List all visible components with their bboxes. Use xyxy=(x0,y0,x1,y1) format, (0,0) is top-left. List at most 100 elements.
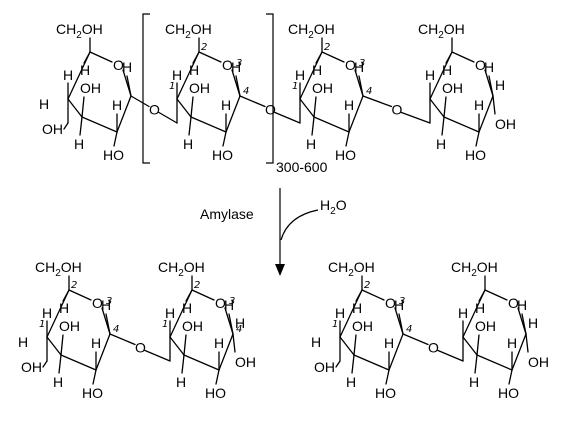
bond xyxy=(441,116,445,136)
ring-oxygen: O xyxy=(385,295,396,311)
h-label: H xyxy=(214,335,224,351)
ring-oxygen: O xyxy=(215,295,226,311)
oh-label: OH xyxy=(189,80,210,96)
bond xyxy=(188,116,192,136)
ring-bond xyxy=(429,98,445,118)
bond xyxy=(508,369,513,385)
oh-label: OH xyxy=(312,80,333,96)
h-label: H xyxy=(384,335,394,351)
ring-bond xyxy=(190,116,227,133)
bond xyxy=(42,360,48,368)
bond xyxy=(235,75,241,97)
h-label: H xyxy=(80,62,90,78)
bond xyxy=(181,354,185,374)
bond xyxy=(398,313,404,335)
bond xyxy=(222,131,227,147)
bond xyxy=(215,369,220,385)
glycosidic-link: O xyxy=(239,95,301,124)
h-label: H xyxy=(122,59,132,75)
bond xyxy=(521,313,527,335)
oh-label: OH xyxy=(314,359,335,375)
annotation-3: 3 xyxy=(106,296,112,307)
bond xyxy=(58,354,62,374)
annotation-1: 1 xyxy=(169,81,175,92)
ring-bond xyxy=(299,98,315,118)
ring-oxygen: O xyxy=(475,57,486,73)
bond xyxy=(478,289,486,302)
h-label: H xyxy=(528,315,538,331)
bond xyxy=(144,349,171,362)
h-label: H xyxy=(74,136,84,152)
glycosidic-link: O xyxy=(402,333,464,362)
ring-bond xyxy=(225,95,241,133)
oh-label: OH xyxy=(59,318,80,334)
oh-label: OH xyxy=(495,116,516,132)
bond xyxy=(185,289,193,302)
annotation-3: 3 xyxy=(229,296,235,307)
annotation-1: 1 xyxy=(162,319,168,330)
ch2oh-label: CH2OH xyxy=(35,259,82,279)
bond xyxy=(83,51,91,64)
h-label: H xyxy=(335,305,345,321)
annotation-1: 1 xyxy=(332,319,338,330)
water-label: H2O xyxy=(320,197,347,217)
bond xyxy=(335,360,341,368)
ring-bond xyxy=(476,354,513,371)
bond xyxy=(232,333,236,353)
h-label: H xyxy=(469,374,479,390)
ring-bond xyxy=(511,333,527,371)
bond xyxy=(437,349,464,362)
annotation-1: 1 xyxy=(292,81,298,92)
ho-label: HO xyxy=(465,147,486,163)
annotation-2: 2 xyxy=(364,280,370,291)
h-label: H xyxy=(442,62,452,78)
bond xyxy=(274,111,301,124)
water-arrow xyxy=(280,209,319,241)
bond xyxy=(158,111,178,124)
h-label: H xyxy=(507,335,517,351)
bond xyxy=(183,334,187,356)
annotation-4: 4 xyxy=(113,324,119,335)
ring-bond xyxy=(68,289,92,301)
ring-bond xyxy=(478,95,494,133)
bond xyxy=(63,122,69,130)
ring-bond xyxy=(191,289,215,301)
h-label: H xyxy=(235,315,245,331)
annotation-2: 2 xyxy=(201,42,207,53)
h-label: H xyxy=(312,62,322,78)
ho-label: HO xyxy=(375,385,396,401)
bond xyxy=(355,289,363,302)
h-label: H xyxy=(474,97,484,113)
ring-bond xyxy=(339,336,355,356)
bridge-oxygen: O xyxy=(265,102,276,118)
h-label: H xyxy=(306,136,316,152)
ring-oxygen: O xyxy=(113,57,124,73)
h-label: H xyxy=(42,305,52,321)
bond xyxy=(492,95,496,115)
annotation-3: 3 xyxy=(359,58,365,69)
bond xyxy=(105,313,111,335)
h-label: H xyxy=(495,77,505,93)
bridge-oxygen: O xyxy=(149,102,160,118)
bond xyxy=(345,131,350,147)
left-bracket xyxy=(142,13,150,164)
bond xyxy=(311,116,315,136)
h-label: H xyxy=(18,334,28,350)
ring-oxygen: O xyxy=(92,295,103,311)
annotation-1: 1 xyxy=(39,319,45,330)
h-label: H xyxy=(394,297,404,313)
h-label: H xyxy=(189,62,199,78)
h-label: H xyxy=(295,67,305,83)
ring-bond xyxy=(388,333,404,371)
ring-oxygen: O xyxy=(508,295,519,311)
repeat-brackets: 300-600 xyxy=(142,13,328,175)
ring-bond xyxy=(218,333,234,371)
bond xyxy=(488,75,494,97)
ch2oh-label: CH2OH xyxy=(56,21,103,41)
oh-label: OH xyxy=(235,354,256,370)
bridge-oxygen: O xyxy=(392,102,403,118)
annotation-2: 2 xyxy=(324,42,330,53)
ch2oh-label: CH2OH xyxy=(158,259,205,279)
h-label: H xyxy=(165,305,175,321)
